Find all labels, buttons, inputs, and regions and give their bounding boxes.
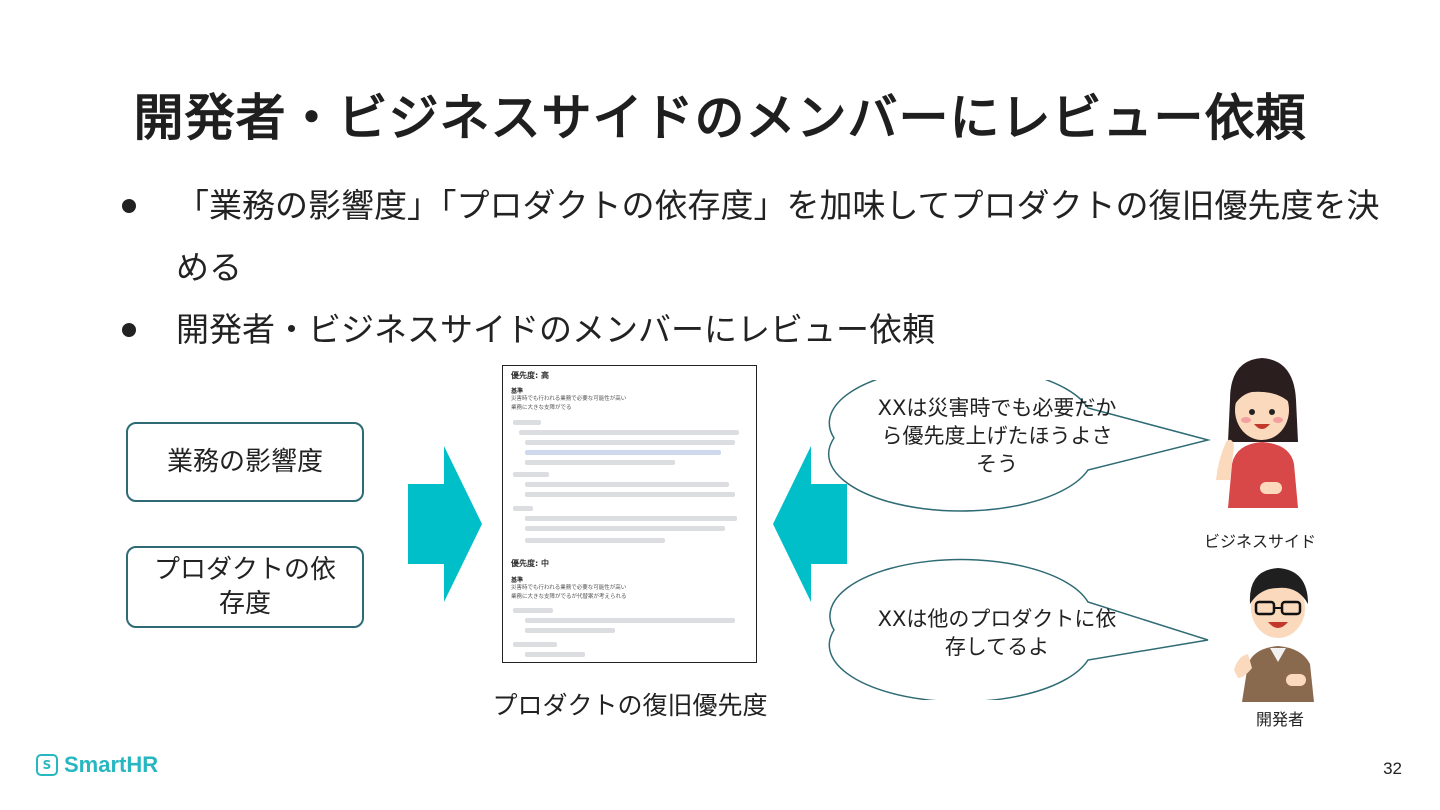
bullet-list: 「業務の影響度」「プロダクトの依存度」を加味してプロダクトの復旧優先度を決める … bbox=[118, 175, 1408, 361]
doc-criteria-text: 災害時でも行われる業務で必要な可能性が高い bbox=[511, 583, 626, 591]
bullet-text: 開発者・ビジネスサイドのメンバーにレビュー依頼 bbox=[176, 310, 935, 349]
arrow-right-icon bbox=[408, 446, 482, 602]
developer-icon bbox=[1228, 556, 1328, 706]
bullet-text: 「業務の影響度」「プロダクトの依存度」を加味してプロダクトの復旧優先度を決める bbox=[176, 186, 1380, 287]
input-box-label: プロダクトの依存度 bbox=[145, 553, 345, 621]
doc-heading-mid: 優先度: 中 bbox=[511, 558, 549, 569]
bullet-item: 「業務の影響度」「プロダクトの依存度」を加味してプロダクトの復旧優先度を決める bbox=[118, 175, 1408, 299]
speaker-label-developer: 開発者 bbox=[1210, 706, 1350, 730]
businesswoman-icon bbox=[1212, 352, 1312, 512]
doc-criteria-text: 業務に大きな支障がでるが代替案が考えられる bbox=[511, 592, 627, 600]
slide-title: 開発者・ビジネスサイドのメンバーにレビュー依頼 bbox=[0, 78, 1440, 150]
input-box-business-impact: 業務の影響度 bbox=[126, 422, 364, 502]
smarthr-logo-text: SmartHR bbox=[64, 752, 158, 778]
page-number: 32 bbox=[1383, 759, 1402, 779]
input-box-product-dependency: プロダクトの依存度 bbox=[126, 546, 364, 628]
doc-criteria-text: 業務に大きな支障がでる bbox=[511, 403, 572, 411]
doc-heading-high: 優先度: 高 bbox=[511, 370, 549, 381]
doc-criteria-text: 災害時でも行われる業務で必要な可能性が高い bbox=[511, 394, 626, 402]
bullet-dot-icon bbox=[122, 323, 136, 337]
priority-document: 優先度: 高 基準 災害時でも行われる業務で必要な可能性が高い 業務に大きな支障… bbox=[502, 365, 757, 663]
speech-text-business: XXは災害時でも必要だから優先度上げたほうよさそう bbox=[872, 394, 1122, 478]
document-caption: プロダクトの復旧優先度 bbox=[470, 686, 790, 722]
speaker-label-business: ビジネスサイド bbox=[1190, 528, 1330, 552]
speech-text-developer: XXは他のプロダクトに依存してるよ bbox=[872, 605, 1122, 661]
smarthr-logo-icon: S bbox=[36, 754, 58, 776]
bullet-dot-icon bbox=[122, 199, 136, 213]
smarthr-logo: S SmartHR bbox=[36, 752, 158, 778]
